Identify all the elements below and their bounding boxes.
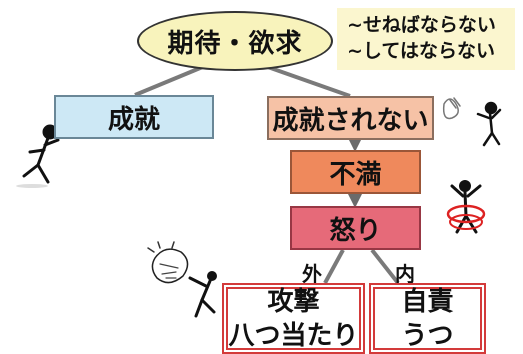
note-line-must-not: ~してはならない (347, 40, 495, 62)
not-achieved-node: 成就されない (267, 96, 434, 140)
outward-result-line-1: 攻撃 (267, 286, 320, 317)
figure-attacking-icon (147, 241, 217, 318)
dissatisfaction-node: 不満 (290, 150, 421, 194)
outward-branch-label: 外 (302, 262, 322, 286)
outward-result-line-2: 八つ当たり (228, 320, 359, 351)
anger-node: 怒り (290, 206, 421, 250)
inward-branch-label: 内 (395, 262, 415, 286)
line-inward (370, 248, 400, 285)
inward-result-node: 自責 うつ (369, 283, 486, 354)
figure-happy-icon (16, 124, 60, 188)
expectation-desire-node: 期待・欲求 (137, 11, 333, 71)
obligation-note: ~せねばならない ~してはならない (337, 8, 515, 70)
achieved-node: 成就 (54, 95, 214, 139)
figure-angry-icon (446, 180, 486, 234)
line-outward (323, 249, 345, 284)
line-to-not-achieved (264, 64, 351, 98)
note-line-must: ~せねばならない (347, 14, 496, 36)
inward-result-line-1: 自責 (401, 286, 454, 317)
outward-result-node: 攻撃 八つ当たり (222, 283, 365, 354)
inward-result-line-2: うつ (401, 320, 454, 351)
line-to-achieved (134, 64, 206, 97)
figure-frustrated-icon (442, 97, 502, 147)
